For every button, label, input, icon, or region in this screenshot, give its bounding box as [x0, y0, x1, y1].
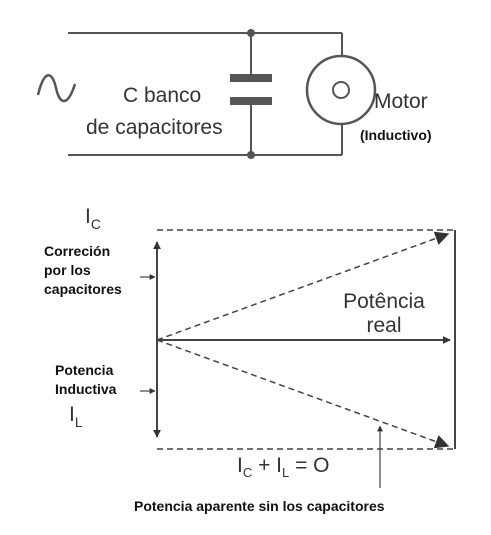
circuit — [36, 32, 343, 156]
correction-label-line1: Correción — [44, 243, 111, 259]
junction-bottom-dot — [247, 151, 255, 159]
real-power-label-line2: real — [366, 314, 402, 337]
real-power-label-line1: Potência — [343, 290, 425, 313]
capacitor-symbol — [230, 74, 272, 105]
motor-icon — [305, 54, 377, 126]
motor-inductive-label: (Inductivo) — [360, 127, 432, 143]
inductive-power-label: Potencia Inductiva — [55, 361, 116, 399]
phasor-diagram — [140, 229, 456, 488]
ic-label: IC — [85, 205, 101, 232]
apparent-power-caption: Potencia aparente sin los capacitores — [134, 498, 385, 514]
upper-apparent-dashed — [156, 231, 450, 341]
inductive-power-label-line1: Potencia — [55, 362, 114, 378]
ic-plus-il-equation: IC + IL = O — [237, 454, 330, 480]
motor-label: Motor — [374, 90, 428, 113]
correction-label-line3: capacitores — [44, 281, 122, 297]
lower-apparent-dashed — [156, 339, 450, 449]
capacitor-bank-label-line1: C banco — [123, 84, 202, 107]
correction-label-line2: por los — [44, 262, 91, 278]
real-power-label: Potência real — [334, 290, 434, 338]
junction-top-dot — [247, 29, 255, 37]
correction-label: Correción por los capacitores — [44, 242, 122, 299]
il-label: IL — [69, 403, 83, 430]
capacitor-bank-label-line2: de capacitores — [86, 116, 223, 139]
ac-source-icon — [36, 74, 77, 103]
inductive-power-label-line2: Inductiva — [55, 381, 117, 397]
